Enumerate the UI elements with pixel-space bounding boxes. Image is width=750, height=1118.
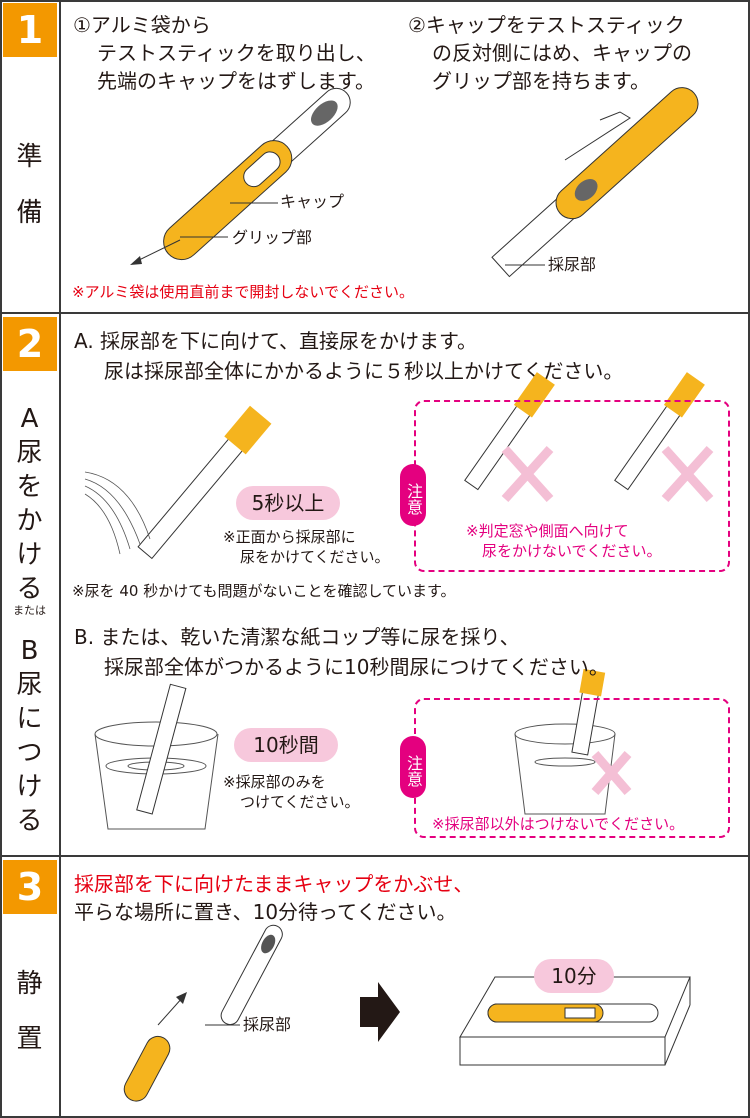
instruction-line: B. または、乾いた清潔な紙コップ等に尿を採り、 bbox=[74, 625, 520, 649]
step-label: 尿 bbox=[16, 438, 43, 468]
caution-text: ※判定窓や側面へ向けて bbox=[466, 522, 629, 540]
step-label: る bbox=[16, 806, 43, 836]
instruction-line: ①アルミ袋から bbox=[73, 13, 211, 37]
note-line: ※正面から採尿部に bbox=[223, 528, 356, 546]
step-number: 3 bbox=[3, 860, 57, 914]
step-3-sidebar: 3 静 置 bbox=[0, 857, 61, 1118]
step-label: る bbox=[16, 574, 43, 604]
warning-note: ※アルミ袋は使用直前まで開封しないでください。 bbox=[72, 283, 414, 301]
or-label: または bbox=[13, 604, 46, 617]
step-label: B bbox=[20, 636, 39, 666]
step-label: け bbox=[16, 540, 43, 570]
instruction-line: の反対側にはめ、キャップの bbox=[432, 41, 692, 65]
step-label: に bbox=[16, 704, 43, 734]
footnote: ※尿を 40 秒かけても問題がないことを確認しています。 bbox=[72, 582, 456, 600]
sample-area-callout: 採尿部 bbox=[548, 255, 597, 274]
step-label: 準 bbox=[16, 142, 43, 172]
step-number: 1 bbox=[3, 3, 57, 57]
step-1-sidebar: 1 準 備 bbox=[0, 0, 61, 312]
caution-text: 尿をかけないでください。 bbox=[482, 542, 662, 560]
instruction-line: 平らな場所に置き、10分待ってください。 bbox=[74, 900, 457, 924]
instruction-line: 採尿部全体がつかるように10秒間尿につけてください。 bbox=[104, 655, 609, 679]
instruction-line-red: 採尿部を下に向けたままキャップをかぶせ、 bbox=[74, 872, 474, 896]
step-label: 静 bbox=[16, 969, 43, 999]
instruction-line: グリップ部を持ちます。 bbox=[432, 69, 650, 93]
step-2-sidebar: 2 A 尿 を か け る または B 尿 に つ け る bbox=[0, 314, 61, 855]
instruction-line: A. 採尿部を下に向けて、直接尿をかけます。 bbox=[74, 329, 478, 353]
step-label: か bbox=[16, 506, 43, 536]
cap-callout: キャップ bbox=[280, 192, 345, 211]
instruction-line: 先端のキャップをはずします。 bbox=[97, 69, 375, 93]
step-2-section: 2 A 尿 を か け る または B 尿 に つ け る A. 採尿部を下に向… bbox=[0, 314, 750, 857]
step-label: を bbox=[16, 472, 43, 502]
caution-badge: 注意 bbox=[400, 464, 426, 526]
caution-badge: 注意 bbox=[400, 736, 426, 798]
grip-callout: グリップ部 bbox=[232, 228, 313, 247]
duration-pill: 10分 bbox=[534, 959, 614, 993]
duration-pill: 10秒間 bbox=[234, 728, 338, 762]
step-label: 置 bbox=[16, 1024, 43, 1054]
urine-stream-illustration bbox=[84, 372, 714, 830]
step-label: つ bbox=[16, 738, 43, 768]
step-label: け bbox=[16, 772, 43, 802]
duration-pill: 5秒以上 bbox=[236, 486, 340, 520]
step-label: A bbox=[20, 404, 39, 434]
instruction-line: ②キャップをテストスティック bbox=[408, 13, 685, 37]
test-stick-cap-removal-illustration bbox=[130, 87, 699, 278]
cap-and-place-illustration bbox=[123, 924, 691, 1102]
note-line: つけてください。 bbox=[240, 793, 360, 811]
step-number: 2 bbox=[3, 317, 57, 371]
step-label: 尿 bbox=[16, 670, 43, 700]
instruction-line: テストスティックを取り出し、 bbox=[97, 41, 376, 65]
caution-text: ※採尿部以外はつけないでください。 bbox=[432, 815, 685, 833]
note-line: 尿をかけてください。 bbox=[240, 548, 390, 566]
step-label: 備 bbox=[16, 198, 43, 228]
note-line: ※採尿部のみを bbox=[223, 773, 326, 791]
sample-area-callout: 採尿部 bbox=[243, 1015, 292, 1034]
step-3-section: 3 静 置 採尿部を下に向けたままキャップをかぶせ、 平らな場所に置き、10分待… bbox=[0, 857, 750, 1118]
step-1-section: 1 準 備 ①アルミ袋から テストスティックを取り出し、 先端のキャップをはずし… bbox=[0, 0, 750, 314]
